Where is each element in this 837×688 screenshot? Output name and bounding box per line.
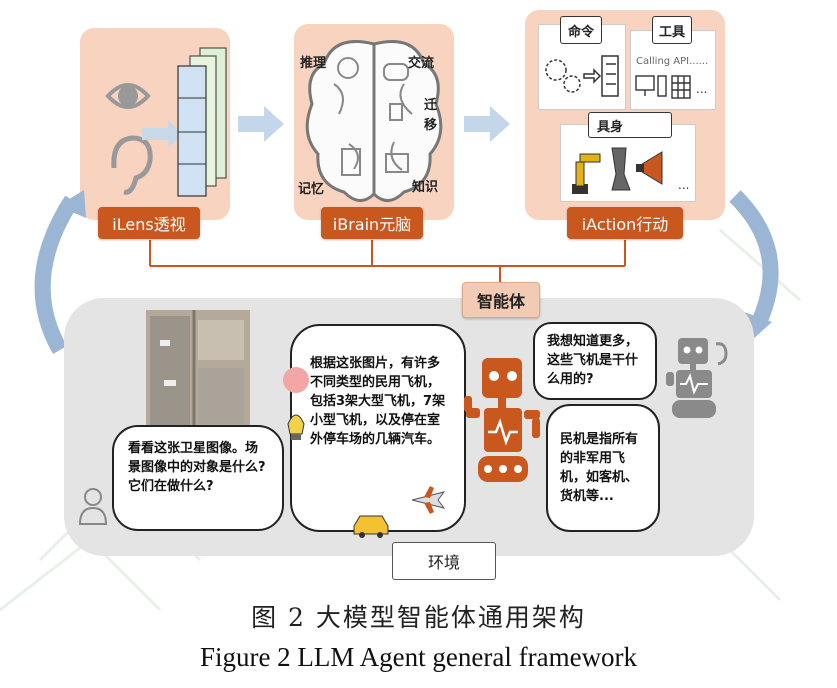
agent-bubble-text: 根据这张图片，有许多不同类型的民用飞机，包括3架大型飞机，7架小型飞机，以及停在…: [310, 356, 446, 447]
tools-ellipsis: ...: [696, 82, 708, 96]
ilens-label: iLens透视: [98, 207, 200, 239]
arrow-right-icon: [464, 106, 510, 142]
brain-word-memory: 记忆: [298, 182, 325, 197]
caption-english: Figure 2 LLM Agent general framework: [199, 642, 638, 672]
brain-bulb-icons: [283, 367, 309, 440]
tools-tag: 工具: [652, 16, 692, 44]
brain-word-knowledge: 知识: [412, 180, 439, 195]
answer-bubble: 民机是指所有的非军用飞机，如客机、货机等...: [546, 404, 660, 532]
computer-tools-icon: [635, 75, 691, 99]
answer-bubble-text: 民机是指所有的非军用飞机，如客机、货机等...: [560, 432, 639, 504]
satellite-image: [146, 310, 250, 434]
orange-robot-icon: [464, 358, 540, 482]
brain-word-reasoning: 推理: [300, 56, 327, 71]
brain-word-transfer: 迁移: [424, 98, 438, 133]
ear-icon: [111, 135, 153, 195]
brain-illustration: [305, 40, 443, 202]
brain-word-communication: 交流: [408, 56, 435, 71]
tools-label: 工具: [658, 24, 685, 40]
gears-checklist-icon: [545, 55, 619, 97]
eye-icon: [105, 83, 151, 109]
agent-label-text: 智能体: [476, 292, 525, 311]
embodied-ellipsis: ...: [678, 178, 690, 192]
user-bubble: 看看这张卫星图像。场景图像中的对象是什么?它们在做什么?: [112, 425, 284, 531]
ibrain-label: iBrain元脑: [321, 207, 423, 239]
command-label: 命令: [567, 24, 594, 40]
user-avatar-icon: [78, 488, 108, 525]
gray-robot-icon: [666, 338, 728, 418]
caption-chinese: 图 2 大模型智能体通用架构: [251, 603, 586, 632]
iaction-label: iAction行动: [567, 207, 683, 239]
robot-arm-leg-megaphone-icon: [572, 147, 663, 194]
command-tag: 命令: [560, 16, 602, 44]
question-bubble: 我想知道更多，这些飞机是干什么用的?: [533, 322, 657, 400]
perception-illustration: [105, 47, 227, 197]
question-bubble-text: 我想知道更多，这些飞机是干什么用的?: [547, 334, 639, 387]
embodied-label: 具身: [597, 119, 624, 135]
car-icon: [353, 515, 389, 538]
user-bubble-text: 看看这张卫星图像。场景图像中的对象是什么?它们在做什么?: [128, 441, 266, 494]
api-text: Calling API......: [636, 56, 709, 67]
embodied-tag: 具身: [588, 112, 672, 138]
arrow-right-icon: [238, 106, 284, 142]
environment-label: 环境: [392, 542, 496, 580]
agent-label: 智能体: [462, 282, 540, 318]
airplane-icon: [411, 486, 446, 514]
